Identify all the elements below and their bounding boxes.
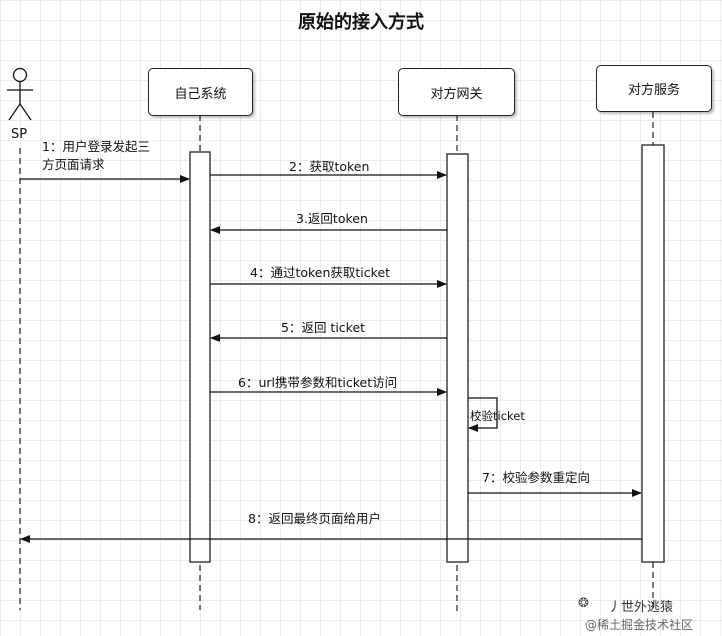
message-label-5: 5：返回 ticket bbox=[281, 320, 366, 335]
activation-self bbox=[189, 151, 211, 563]
actor-label: SP bbox=[11, 127, 28, 142]
actor-icon bbox=[7, 67, 33, 121]
message-label-4: 4：通过token获取ticket bbox=[250, 265, 391, 280]
participant-gateway: 对方网关 bbox=[398, 68, 515, 116]
participant-service: 对方服务 bbox=[596, 65, 712, 112]
watermark-site: @稀土掘金技术社区 bbox=[585, 618, 694, 632]
message-label-6: 6：url携带参数和ticket访问 bbox=[238, 375, 398, 390]
diagram-title: 原始的接入方式 bbox=[298, 12, 424, 33]
activation-service bbox=[641, 144, 665, 563]
message-label-self-call: 校验ticket bbox=[470, 409, 525, 423]
message-label-8: 8：返回最终页面给用户 bbox=[248, 511, 381, 526]
message-arrow-self-call bbox=[468, 397, 498, 432]
watermark-author: 丿世外逃猿 bbox=[608, 600, 674, 615]
participant-self: 自己系统 bbox=[148, 68, 253, 116]
message-label-3: 3.返回token bbox=[296, 211, 368, 226]
message-label-7: 7：校验参数重定向 bbox=[482, 470, 590, 485]
message-label-2: 2：获取token bbox=[289, 159, 370, 174]
wechat-icon: ❂ bbox=[578, 596, 589, 611]
activation-gateway bbox=[446, 153, 469, 563]
message-label-1: 1：用户登录发起三 方页面请求 bbox=[42, 139, 150, 172]
